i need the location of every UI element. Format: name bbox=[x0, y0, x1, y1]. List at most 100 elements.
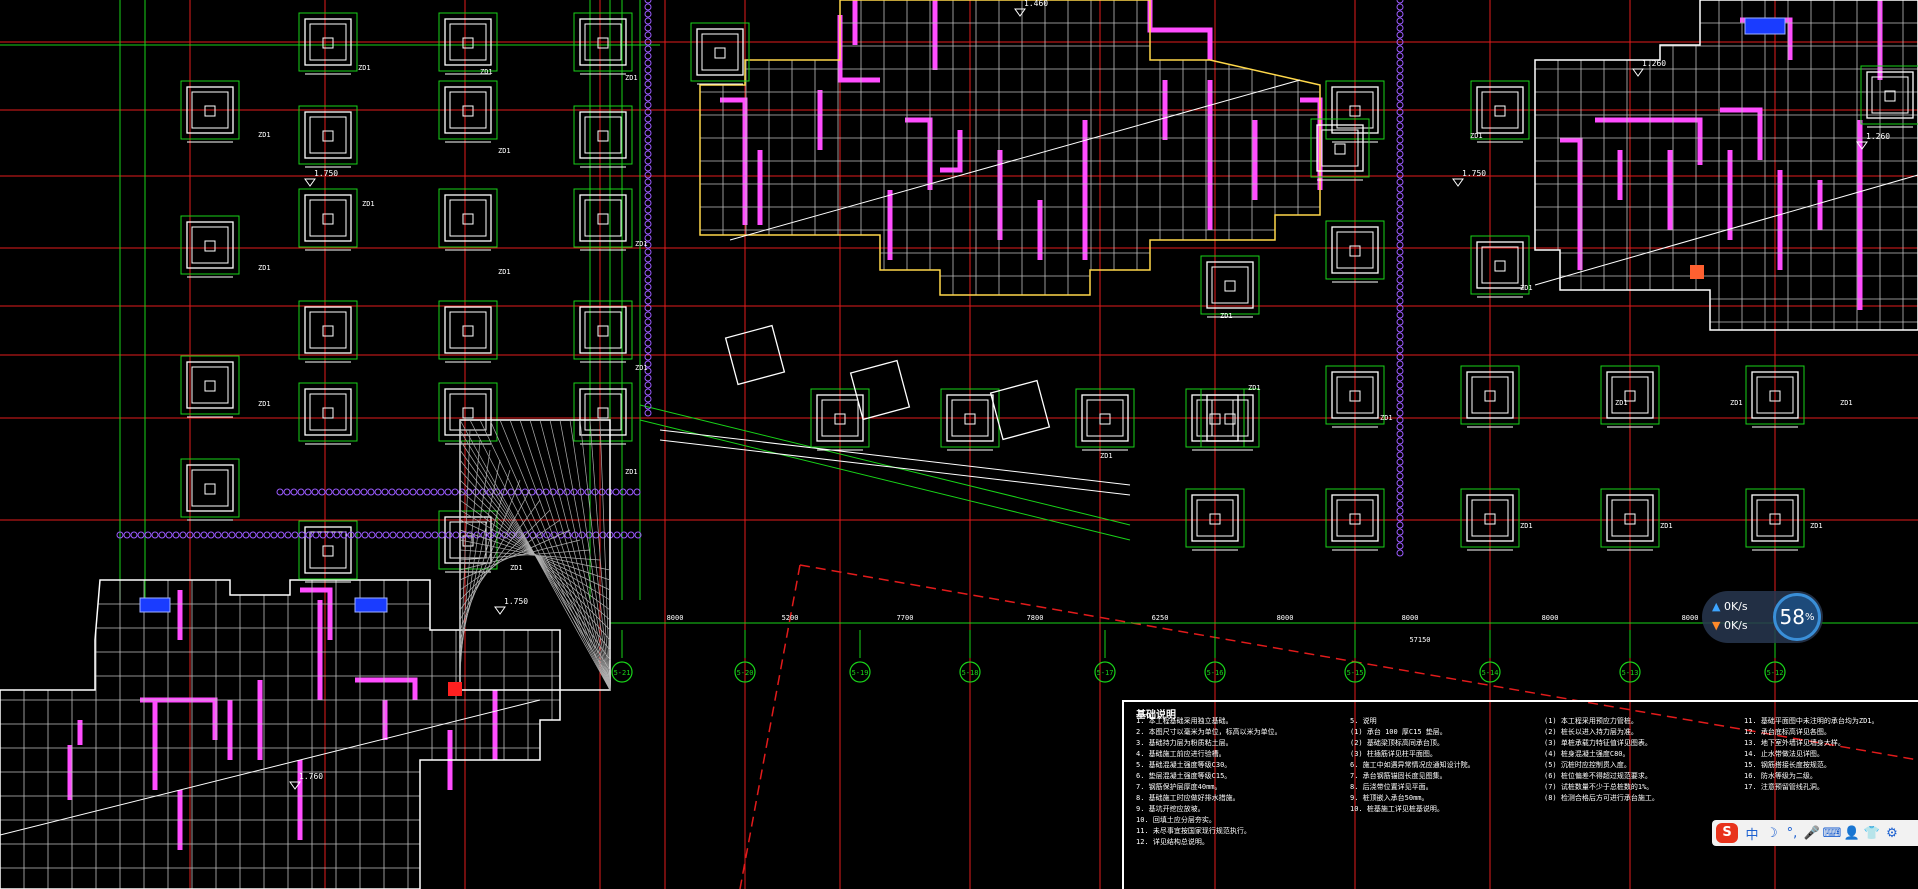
footing-tag: ZD1 bbox=[362, 200, 375, 208]
skin-icon[interactable]: 👕 bbox=[1863, 825, 1881, 841]
pile-marker bbox=[619, 488, 627, 496]
pile-marker bbox=[361, 531, 369, 539]
pile-marker bbox=[1396, 234, 1404, 242]
note-line: (8) 检测合格后方可进行承台施工。 bbox=[1544, 794, 1659, 802]
pile-marker bbox=[542, 488, 550, 496]
pile-marker bbox=[644, 115, 652, 123]
punctuation-icon[interactable]: °, bbox=[1786, 825, 1798, 841]
note-line: 11. 未尽事宜按国家现行规范执行。 bbox=[1136, 827, 1251, 835]
pile-marker bbox=[1396, 374, 1404, 382]
slope-edge bbox=[659, 429, 1131, 486]
network-speed-widget[interactable]: ▲ 0K/s ▼ 0K/s 58% bbox=[1702, 591, 1823, 643]
column-mark bbox=[1349, 390, 1361, 402]
ramp-hatch bbox=[459, 489, 531, 621]
mat-outline bbox=[0, 579, 561, 889]
memory-usage-badge[interactable]: 58% bbox=[1773, 593, 1821, 641]
pile-marker bbox=[270, 531, 278, 539]
moon-icon[interactable]: ☽ bbox=[1766, 825, 1778, 841]
pile-marker bbox=[1396, 479, 1404, 487]
sogou-logo-icon[interactable]: S bbox=[1716, 823, 1738, 843]
ramp-hatch bbox=[459, 479, 521, 631]
axis-label: 5-20 bbox=[737, 669, 754, 677]
column-mark bbox=[322, 325, 334, 337]
elevation-triangle bbox=[494, 606, 506, 615]
pile-marker bbox=[1396, 430, 1404, 438]
pile-marker bbox=[644, 150, 652, 158]
footing-dim-box bbox=[1325, 220, 1385, 280]
column-mark bbox=[1624, 390, 1636, 402]
upload-speed: ▲ 0K/s bbox=[1712, 600, 1748, 613]
footing-tag: ZD1 bbox=[635, 240, 648, 248]
footing-dim-box bbox=[573, 12, 633, 72]
axis-bubble bbox=[1764, 661, 1786, 683]
pile-marker bbox=[312, 531, 320, 539]
footing-outline bbox=[444, 86, 492, 134]
wall-segment bbox=[355, 677, 418, 700]
footing-dim-box bbox=[1075, 388, 1135, 448]
pile-marker bbox=[1396, 458, 1404, 466]
pile-marker bbox=[1396, 507, 1404, 515]
ime-mode-toggle[interactable]: 中 bbox=[1745, 827, 1759, 843]
column-mark bbox=[204, 240, 216, 252]
pile-marker bbox=[644, 269, 652, 277]
footing-dim-box bbox=[1325, 488, 1385, 548]
elevation-value: 1.750 bbox=[1462, 169, 1486, 178]
footing-tag: ZD1 bbox=[1380, 414, 1393, 422]
pile-marker bbox=[613, 531, 621, 539]
pile-marker bbox=[1396, 255, 1404, 263]
pile-marker bbox=[644, 220, 652, 228]
pile-marker bbox=[297, 488, 305, 496]
column-mark bbox=[1484, 390, 1496, 402]
footing-tag: ZD1 bbox=[1470, 132, 1483, 140]
keyboard-icon[interactable]: ⌨ bbox=[1822, 825, 1842, 841]
footing-dim-box bbox=[180, 458, 240, 518]
axis-bubble bbox=[611, 661, 633, 683]
pile-marker bbox=[284, 531, 292, 539]
ramp-hatch bbox=[459, 509, 551, 601]
pile-marker bbox=[644, 374, 652, 382]
pile-marker bbox=[242, 531, 250, 539]
footing-tag: ZD1 bbox=[1810, 522, 1823, 530]
pile-marker bbox=[221, 531, 229, 539]
pile-marker bbox=[1396, 290, 1404, 298]
footing-tag: ZD1 bbox=[480, 68, 493, 76]
footing-inner bbox=[1196, 499, 1234, 537]
pile-marker bbox=[1396, 465, 1404, 473]
pile-marker bbox=[543, 531, 551, 539]
footing-inner bbox=[449, 311, 487, 349]
pile-marker bbox=[644, 318, 652, 326]
footing-outline bbox=[1206, 394, 1254, 442]
note-line: 11. 基础平面图中未注明的承台均为ZD1。 bbox=[1744, 717, 1879, 725]
user-icon[interactable]: 👤 bbox=[1843, 825, 1861, 841]
pile-marker bbox=[633, 488, 641, 496]
pile-marker bbox=[585, 531, 593, 539]
settings-icon[interactable]: ⚙ bbox=[1886, 825, 1898, 841]
pile-marker bbox=[644, 213, 652, 221]
dimension-value: 8000 bbox=[667, 614, 684, 622]
elevation-triangle bbox=[1856, 141, 1868, 150]
column-mark bbox=[1209, 513, 1221, 525]
elevation-value: 1.760 bbox=[299, 772, 323, 781]
note-line: 4. 基础施工前应进行验槽。 bbox=[1136, 750, 1226, 758]
ramp-hatch bbox=[479, 419, 611, 691]
footing-dim-box bbox=[573, 188, 633, 248]
note-line: 13. 地下室外墙详见墙身大样。 bbox=[1744, 739, 1845, 747]
pile-marker bbox=[1396, 38, 1404, 46]
axis-label: 5-18 bbox=[962, 669, 979, 677]
pile-marker bbox=[564, 531, 572, 539]
column-mark bbox=[964, 413, 976, 425]
elevation-value: 1.260 bbox=[1866, 132, 1890, 141]
microphone-icon[interactable]: 🎤 bbox=[1803, 825, 1821, 841]
pile-marker bbox=[644, 59, 652, 67]
axis-label: 5-13 bbox=[1622, 669, 1639, 677]
pile-marker bbox=[644, 136, 652, 144]
footing-inner bbox=[1211, 266, 1249, 304]
footing-inner bbox=[584, 393, 622, 431]
footing-inner bbox=[449, 393, 487, 431]
pile-marker bbox=[151, 531, 159, 539]
pile-marker bbox=[1396, 444, 1404, 452]
axis-label: 5-15 bbox=[1347, 669, 1364, 677]
column-mark bbox=[1494, 105, 1506, 117]
ime-toolbar[interactable]: S 中 ☽ °, 🎤 ⌨ 👤 👕 ⚙ bbox=[1712, 820, 1918, 846]
